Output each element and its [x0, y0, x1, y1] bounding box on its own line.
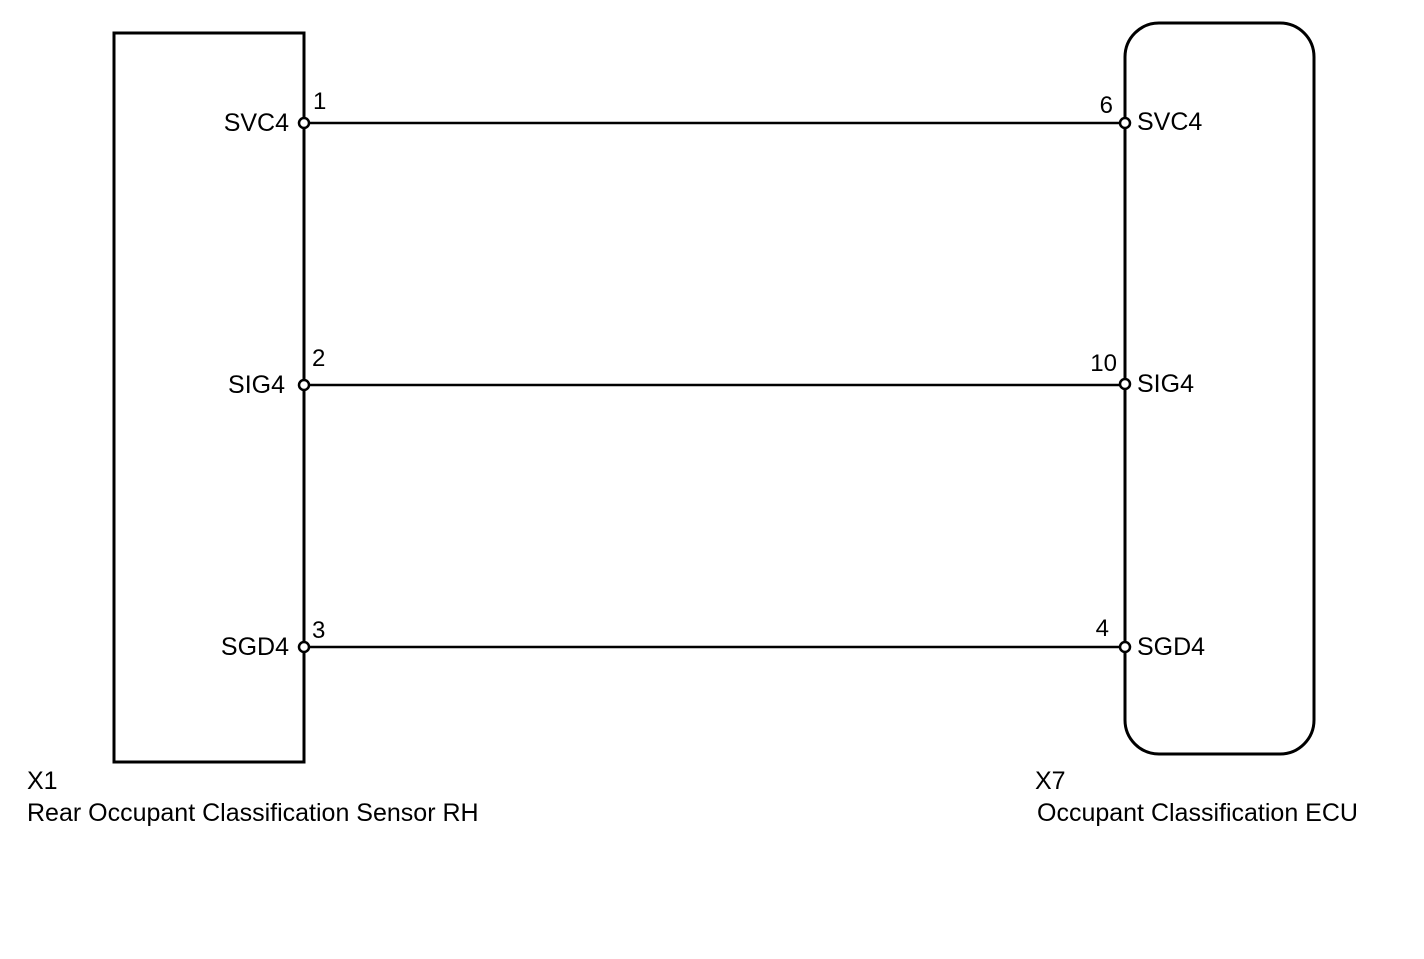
right-pin-label-sig4: SIG4 — [1137, 370, 1194, 398]
left-terminal-2 — [297, 378, 311, 392]
left-terminal-1 — [297, 116, 311, 130]
right-terminal-4 — [1118, 640, 1132, 654]
right-terminal-6 — [1118, 116, 1132, 130]
left-pin-label-svc4: SVC4 — [224, 109, 289, 137]
right-pin-number-4: 4 — [1096, 615, 1109, 642]
left-pin-number-2: 2 — [312, 345, 325, 372]
left-pin-number-1: 1 — [313, 88, 326, 115]
left-component-body — [112, 31, 306, 764]
left-pin-label-sgd4: SGD4 — [221, 633, 289, 661]
right-pin-label-svc4: SVC4 — [1137, 108, 1202, 136]
right-terminal-10 — [1118, 377, 1132, 391]
left-pin-number-3: 3 — [312, 617, 325, 644]
left-component-name: Rear Occupant Classification Sensor RH — [27, 799, 479, 827]
right-component-name: Occupant Classification ECU — [1037, 799, 1358, 827]
left-component-code: X1 — [27, 767, 58, 795]
right-pin-number-6: 6 — [1100, 92, 1113, 119]
right-pin-label-sgd4: SGD4 — [1137, 633, 1205, 661]
left-pin-label-sig4: SIG4 — [228, 371, 285, 399]
left-terminal-3 — [297, 640, 311, 654]
right-pin-number-10: 10 — [1090, 350, 1117, 377]
right-component-code: X7 — [1035, 767, 1066, 795]
